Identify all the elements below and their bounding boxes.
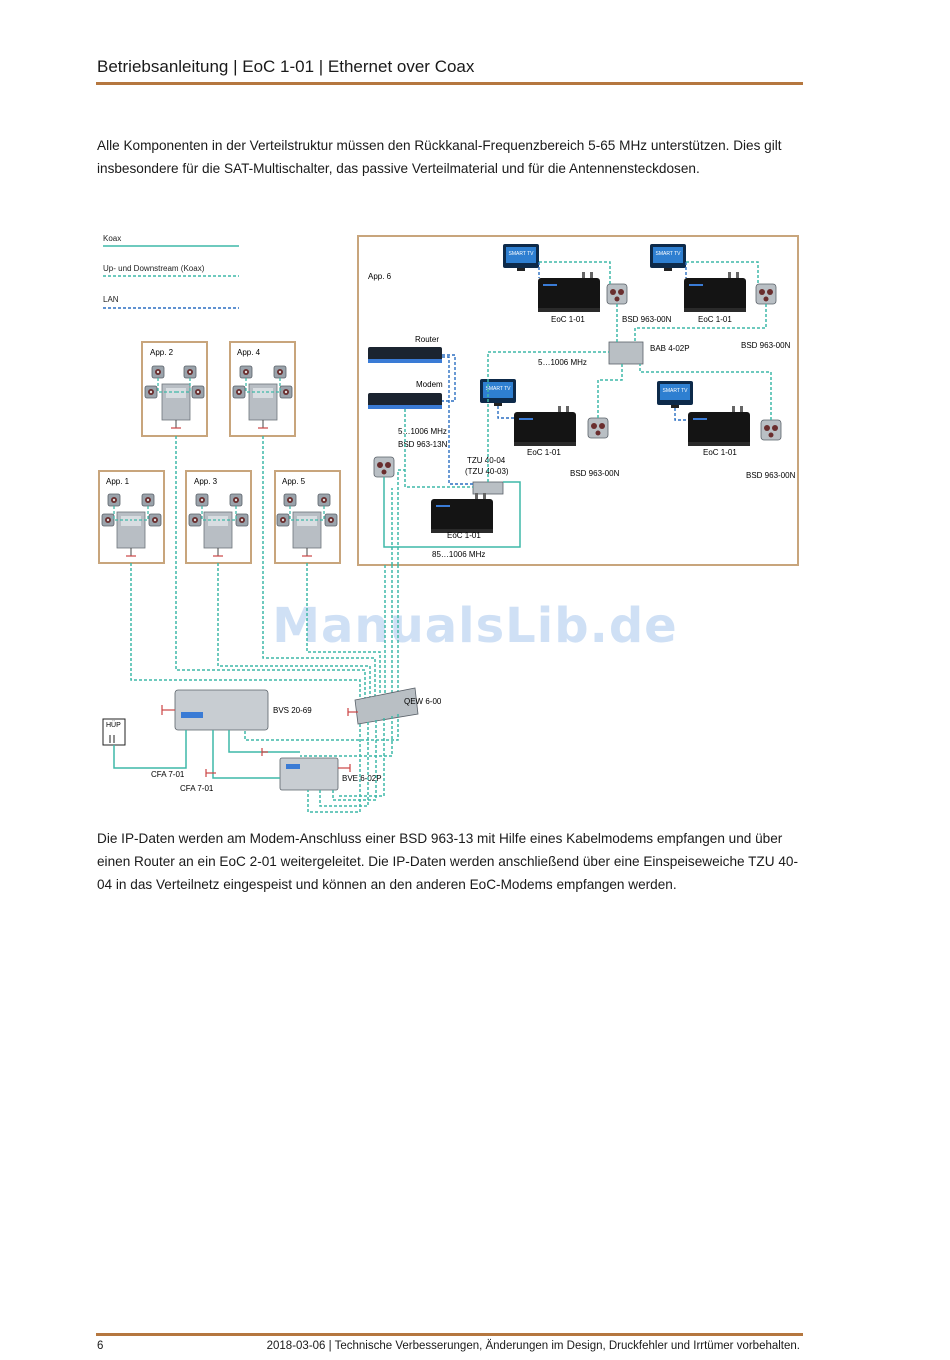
- hup-box: [102, 718, 126, 746]
- app2-devices: [144, 365, 205, 429]
- apartment-boxes: [98, 235, 799, 566]
- footer-note: 2018-03-06 | Technische Verbesserungen, …: [266, 1340, 800, 1352]
- legend-koax-label: Koax: [103, 234, 121, 243]
- app3-label: App. 3: [194, 477, 218, 486]
- bsd-00n-label-3: BSD 963-00N: [570, 469, 620, 478]
- legend-updown-label: Up- und Downstream (Koax): [103, 264, 205, 273]
- bvs-amplifier: [174, 689, 269, 731]
- app3-devices: [188, 493, 249, 557]
- range-label-2: 85…1006 MHz: [432, 550, 485, 559]
- modem-device: [368, 393, 442, 409]
- smart-tv-4: [657, 381, 693, 408]
- header-rule: [96, 82, 803, 85]
- app2-frame: [141, 341, 208, 437]
- qew-label: QEW 6-00: [404, 697, 442, 706]
- bab-label: BAB 4-02P: [650, 344, 690, 353]
- watermark: ManualsLib.de: [272, 598, 678, 654]
- headend-updown: [244, 714, 399, 813]
- tzu-splitter: [472, 481, 504, 495]
- hup-label: HÜP: [106, 721, 121, 729]
- legend: Koax Up- und Downstream (Koax) LAN: [103, 234, 239, 309]
- eoc-label-1: EoC 1-01: [551, 315, 585, 324]
- svg-text:SMART TV: SMART TV: [508, 251, 534, 257]
- bsd-13n-outlet: [373, 456, 395, 478]
- router-label: Router: [415, 335, 439, 344]
- range-label-1: 5…1006 MHz: [398, 427, 447, 436]
- bvs-label: BVS 20-69: [273, 706, 312, 715]
- range-label-3: 5…1006 MHz: [538, 358, 587, 367]
- intro-paragraph: Alle Komponenten in der Verteilstruktur …: [97, 138, 782, 176]
- eoc-box-4: [688, 406, 750, 446]
- bsd-00n-label-1: BSD 963-00N: [622, 315, 672, 324]
- eoc-label-3: EoC 1-01: [527, 448, 561, 457]
- eoc-box-2: [684, 272, 746, 312]
- bsd-outlet-3: [587, 417, 609, 439]
- updown-wiring: [391, 261, 772, 565]
- cfa-label-1: CFA 7-01: [151, 770, 185, 779]
- bsd-outlet-2: [755, 283, 777, 305]
- app2-label: App. 2: [150, 348, 174, 357]
- app1-frame: [98, 470, 165, 564]
- svg-text:SMART TV: SMART TV: [485, 386, 511, 392]
- bsd-outlet-1: [606, 283, 628, 305]
- app1-label: App. 1: [106, 477, 130, 486]
- bve-label: BVE 6-02P: [342, 774, 382, 783]
- app5-devices: [276, 493, 338, 557]
- app3-frame: [185, 470, 252, 564]
- legend-lan-label: LAN: [103, 295, 119, 304]
- app5-label: App. 5: [282, 477, 306, 486]
- tzu-label-a: TZU 40-04: [467, 456, 506, 465]
- bve-distributor: [279, 757, 339, 791]
- eoc-label-2: EoC 1-01: [698, 315, 732, 324]
- footer-rule: [96, 1333, 803, 1336]
- bsd-00n-label-2: BSD 963-00N: [741, 341, 791, 350]
- bsd-outlet-4: [760, 419, 782, 441]
- app4-devices: [232, 365, 293, 429]
- app4-frame: [229, 341, 296, 437]
- smart-tv-1: [503, 244, 539, 271]
- bab-splitter: [608, 341, 644, 365]
- eoc-box-3: [514, 406, 576, 446]
- tzu-label-b: (TZU 40-03): [465, 467, 509, 476]
- eoc-label-center: EoC 1-01: [447, 531, 481, 540]
- app4-label: App. 4: [237, 348, 261, 357]
- riser-lines: [130, 436, 399, 700]
- eoc-box-center: [431, 493, 493, 533]
- document-header-title: Betriebsanleitung | EoC 1-01 | Ethernet …: [97, 57, 475, 76]
- svg-text:SMART TV: SMART TV: [655, 251, 681, 257]
- app6-label: App. 6: [368, 272, 392, 281]
- modem-label: Modem: [416, 380, 443, 389]
- app1-devices: [101, 493, 162, 557]
- smart-tv-2: [650, 244, 686, 271]
- cfa-label-2: CFA 7-01: [180, 784, 214, 793]
- eoc-label-4: EoC 1-01: [703, 448, 737, 457]
- bsd-13n-label: BSD 963-13N: [398, 440, 448, 449]
- router-device: [368, 347, 442, 363]
- page-number: 6: [97, 1340, 104, 1352]
- qew-device: [354, 687, 419, 725]
- smart-tv-3: [480, 379, 516, 406]
- body-paragraph: Die IP-Daten werden am Modem-Anschluss e…: [97, 831, 798, 892]
- koax-wiring: [383, 477, 521, 548]
- app6-frame: [357, 235, 799, 566]
- bsd-00n-label-4: BSD 963-00N: [746, 471, 796, 480]
- app5-frame: [274, 470, 341, 564]
- svg-text:SMART TV: SMART TV: [662, 388, 688, 394]
- headend-koax: [113, 730, 300, 779]
- eoc-box-1: [538, 272, 600, 312]
- lan-wiring: [442, 262, 688, 485]
